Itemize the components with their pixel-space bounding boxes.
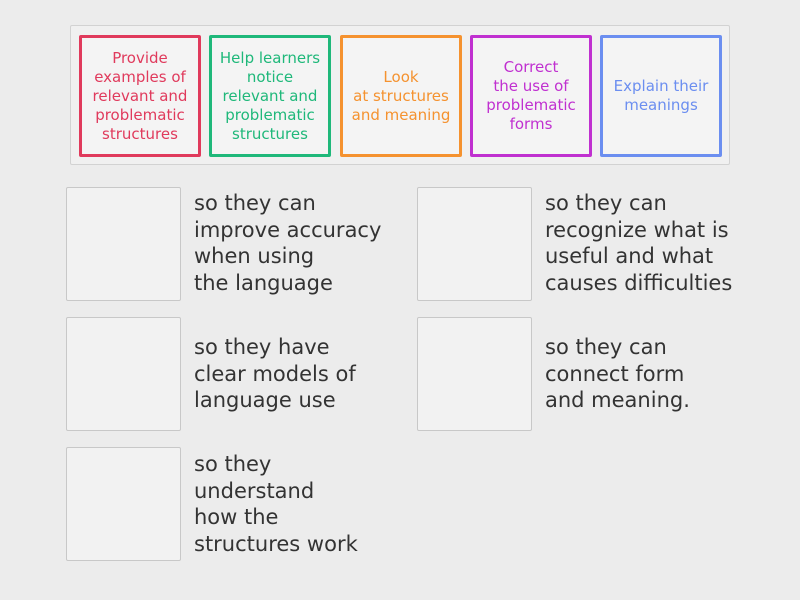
card-label: Provide examples of relevant and problem… <box>92 48 188 143</box>
target-text: so they can recognize what is useful and… <box>545 191 733 295</box>
drop-slot[interactable] <box>417 317 532 431</box>
drop-slot[interactable] <box>66 317 181 431</box>
card-label: Explain their meanings <box>613 77 709 114</box>
draggable-card[interactable]: Look at structures and meaning <box>340 35 462 157</box>
target-text: so they understand how the structures wo… <box>194 452 358 556</box>
draggable-card[interactable]: Provide examples of relevant and problem… <box>79 35 201 157</box>
target-text: so they can connect form and meaning. <box>545 335 690 412</box>
target-text: so they can improve accuracy when using … <box>194 191 382 295</box>
card-label: Look at structures and meaning <box>351 67 451 124</box>
draggable-card[interactable]: Explain their meanings <box>600 35 722 157</box>
draggable-card[interactable]: Help learners notice relevant and proble… <box>209 35 331 157</box>
drop-slot[interactable] <box>417 187 532 301</box>
drop-slot[interactable] <box>66 447 181 561</box>
card-label: Help learners notice relevant and proble… <box>219 48 321 143</box>
target-text: so they have clear models of language us… <box>194 335 356 412</box>
card-label: Correct the use of problematic forms <box>486 58 576 133</box>
drop-slot[interactable] <box>66 187 181 301</box>
draggable-card[interactable]: Correct the use of problematic forms <box>470 35 592 157</box>
